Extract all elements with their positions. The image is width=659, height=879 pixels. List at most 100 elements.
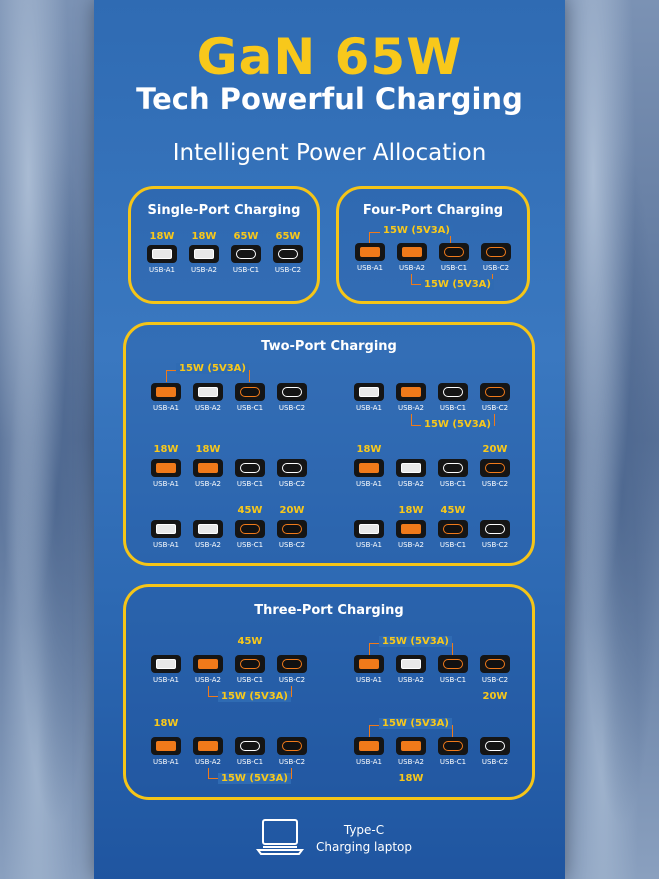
single-watt-c1: 65W <box>233 231 259 242</box>
port-label: USB-A1 <box>356 758 382 766</box>
two-port-title: Two-Port Charging <box>261 339 397 354</box>
two-c6-watt-c1: 45W <box>440 505 466 516</box>
port-label: USB-A2 <box>195 404 221 412</box>
usb-a1-port-icon <box>354 655 384 673</box>
section-title: Intelligent Power Allocation <box>172 140 487 166</box>
subtitle: Tech Powerful Charging <box>136 82 523 116</box>
usb-a2-port-icon <box>193 383 223 401</box>
usb-a2-port-icon <box>193 655 223 673</box>
usb-a2-port-icon <box>193 737 223 755</box>
laptop-caption: Type-C Charging laptop <box>314 822 414 856</box>
port-label: USB-C2 <box>278 541 306 549</box>
laptop-icon <box>256 819 304 855</box>
port-label: USB-A1 <box>153 541 179 549</box>
usb-c1-port-icon <box>235 383 265 401</box>
usb-a1-port-icon <box>151 459 181 477</box>
port-label: USB-A1 <box>356 480 382 488</box>
port-label: USB-A1 <box>153 404 179 412</box>
port-label: USB-C1 <box>439 541 467 549</box>
usb-a1-port-icon <box>151 737 181 755</box>
single-port-title: Single-Port Charging <box>147 203 301 218</box>
port-label: USB-C2 <box>481 480 509 488</box>
port-label: USB-C2 <box>481 541 509 549</box>
port-label: USB-C2 <box>482 264 510 272</box>
port-label: USB-A2 <box>398 676 424 684</box>
port-label: USB-C2 <box>481 758 509 766</box>
port-label: USB-C1 <box>236 541 264 549</box>
port-label: USB-C1 <box>236 676 264 684</box>
port-label: USB-C2 <box>274 266 302 274</box>
two-c2-bracket-label: 15W (5V3A) <box>421 419 494 430</box>
port-label: USB-A2 <box>398 541 424 549</box>
three-c2-bracket-label: 15W (5V3A) <box>379 636 452 647</box>
port-label: USB-A1 <box>153 758 179 766</box>
port-label: USB-C1 <box>236 404 264 412</box>
usb-c1-port-icon <box>438 737 468 755</box>
usb-c2-port-icon <box>277 520 307 538</box>
usb-c2-port-icon <box>273 245 303 263</box>
single-watt-c2: 65W <box>275 231 301 242</box>
port-label: USB-C1 <box>439 480 467 488</box>
three-c4-watt-a2: 18W <box>398 773 424 784</box>
port-label: USB-A1 <box>356 676 382 684</box>
usb-c1-port-icon <box>438 655 468 673</box>
port-label: USB-A2 <box>195 480 221 488</box>
usb-c2-port-icon <box>277 655 307 673</box>
port-label: USB-A2 <box>399 264 425 272</box>
four-port-title: Four-Port Charging <box>362 203 504 218</box>
three-port-title: Three-Port Charging <box>254 603 404 618</box>
usb-a2-port-icon <box>396 459 426 477</box>
usb-a1-port-icon <box>355 243 385 261</box>
usb-c2-port-icon <box>277 459 307 477</box>
usb-c1-port-icon <box>235 520 265 538</box>
two-c5-watt-c1: 45W <box>237 505 263 516</box>
usb-a2-port-icon <box>396 383 426 401</box>
single-watt-a1: 18W <box>149 231 175 242</box>
usb-c1-port-icon <box>235 459 265 477</box>
usb-a1-port-icon <box>354 520 384 538</box>
port-label: USB-C1 <box>439 404 467 412</box>
usb-a2-port-icon <box>193 459 223 477</box>
usb-c2-port-icon <box>480 737 510 755</box>
port-label: USB-A1 <box>153 676 179 684</box>
usb-a1-port-icon <box>354 737 384 755</box>
usb-a2-port-icon <box>396 520 426 538</box>
port-label: USB-A2 <box>398 758 424 766</box>
three-c1-watt-c1: 45W <box>237 636 263 647</box>
usb-a1-port-icon <box>151 383 181 401</box>
two-c3-watt-a2: 18W <box>195 444 221 455</box>
usb-a2-port-icon <box>396 655 426 673</box>
usb-a1-port-icon <box>151 655 181 673</box>
usb-c2-port-icon <box>277 737 307 755</box>
port-label: USB-C1 <box>236 758 264 766</box>
port-label: USB-A1 <box>356 404 382 412</box>
port-label: USB-A1 <box>356 541 382 549</box>
usb-a2-port-icon <box>193 520 223 538</box>
usb-a1-port-icon <box>151 520 181 538</box>
usb-a1-port-icon <box>354 383 384 401</box>
port-label: USB-C2 <box>481 404 509 412</box>
four-port-box: Four-Port Charging 15W (5V3A) USB-A1 USB… <box>336 186 530 304</box>
port-label: USB-A2 <box>398 404 424 412</box>
usb-c2-port-icon <box>480 459 510 477</box>
two-c1-bracket-label: 15W (5V3A) <box>176 363 249 374</box>
three-c4-bracket-label: 15W (5V3A) <box>379 718 452 729</box>
four-bottom-bracket-label: 15W (5V3A) <box>421 279 494 290</box>
port-label: USB-A2 <box>195 541 221 549</box>
three-c3-watt-a1: 18W <box>153 718 179 729</box>
usb-a2-port-icon <box>189 245 219 263</box>
usb-c1-port-icon <box>438 520 468 538</box>
usb-c2-port-icon <box>277 383 307 401</box>
port-label: USB-A2 <box>195 676 221 684</box>
usb-c1-port-icon <box>235 737 265 755</box>
port-label: USB-C1 <box>439 758 467 766</box>
usb-a1-port-icon <box>354 459 384 477</box>
three-c2-watt-c2: 20W <box>482 691 508 702</box>
two-port-box: Two-Port Charging 15W (5V3A) USB-A1 USB-… <box>123 322 535 566</box>
two-c5-watt-c2: 20W <box>279 505 305 516</box>
laptop-caption-line1: Type-C <box>343 823 385 837</box>
usb-c2-port-icon <box>480 520 510 538</box>
usb-c1-port-icon <box>438 383 468 401</box>
port-label: USB-A2 <box>195 758 221 766</box>
usb-c1-port-icon <box>235 655 265 673</box>
